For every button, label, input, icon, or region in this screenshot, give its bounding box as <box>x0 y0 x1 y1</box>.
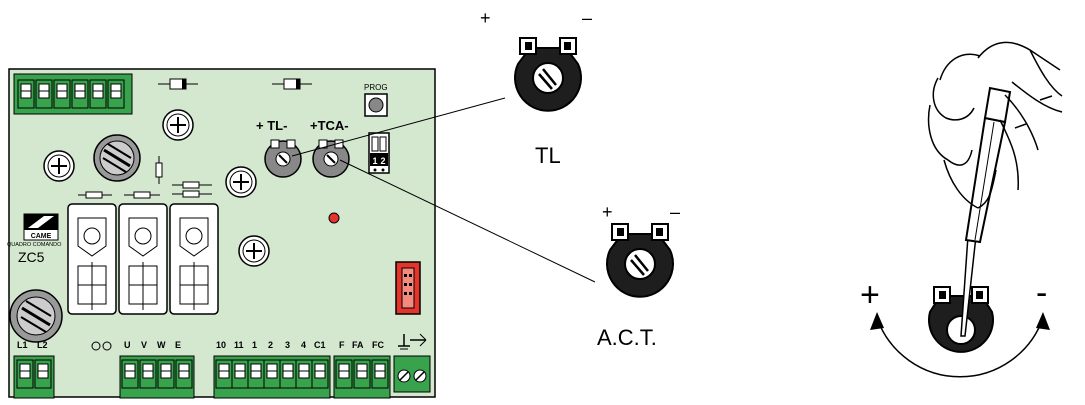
terminal-label-2: 2 <box>268 340 273 350</box>
trimmer-act-detail: + – A.C.T. <box>597 202 680 350</box>
arrow-right-icon <box>1036 312 1050 330</box>
leader-line-act <box>339 159 596 283</box>
diode <box>158 78 198 90</box>
act-label: A.C.T. <box>597 325 657 350</box>
terminal-label-w: W <box>157 340 166 350</box>
capacitor <box>238 235 270 267</box>
hand-icon <box>927 41 1063 209</box>
terminal-label-f: F <box>339 340 345 350</box>
terminal-block-antenna[interactable] <box>393 355 431 393</box>
trimmer-tca[interactable] <box>312 139 350 178</box>
terminal-block-l1-l2[interactable] <box>13 355 55 399</box>
trimmer-tca-label: +TCA- <box>310 118 349 133</box>
prog-button[interactable] <box>364 93 388 117</box>
relay <box>67 203 117 315</box>
terminal-label-1: 1 <box>252 340 257 350</box>
terminal-label-fc: FC <box>372 340 384 350</box>
dip-1-label: 1 <box>372 156 377 166</box>
status-led <box>328 212 340 224</box>
diode <box>272 78 312 90</box>
hole <box>102 341 112 351</box>
terminal-block-f-fa-fc[interactable] <box>333 355 391 399</box>
terminal-label-l2: L2 <box>37 340 48 350</box>
hole <box>91 341 101 351</box>
antenna-symbol <box>398 333 427 350</box>
capacitor <box>162 109 194 141</box>
terminal-block-uvwe[interactable] <box>119 355 195 399</box>
came-logo: CAME <box>23 213 59 241</box>
tl-minus-sign: – <box>582 8 592 28</box>
arrow-left-icon <box>870 312 884 330</box>
top-terminal-block[interactable] <box>13 73 133 115</box>
terminal-block-inputs[interactable] <box>213 355 331 399</box>
rotation-arc <box>876 317 1044 378</box>
came-brand-text: CAME <box>31 233 52 240</box>
relay <box>118 203 168 315</box>
screwdriver-plus-sign: + <box>860 276 880 314</box>
board-model: ZC5 <box>18 249 45 265</box>
screwdriver-icon <box>960 86 1012 337</box>
trimmer-tl[interactable] <box>264 139 302 178</box>
tl-label: TL <box>535 143 561 168</box>
resistor <box>172 181 212 198</box>
relay <box>169 203 219 315</box>
red-connector[interactable] <box>395 261 421 315</box>
leader-line-tl <box>291 97 506 157</box>
dip-switch[interactable]: 1 2 <box>368 132 390 174</box>
capacitor <box>43 150 75 182</box>
resistor <box>124 191 160 199</box>
resistor <box>155 156 163 184</box>
resistor <box>78 191 112 199</box>
terminal-label-e: E <box>175 340 181 350</box>
terminal-label-11: 11 <box>234 340 244 350</box>
trimmer-large <box>928 286 994 353</box>
board-subtitle: QUADRO COMANDO <box>7 242 62 248</box>
terminal-label-v: V <box>141 340 147 350</box>
terminal-label-u: U <box>124 340 131 350</box>
trimmer-tl-detail: + – TL <box>480 8 592 168</box>
screwdriver-minus-sign: - <box>1036 274 1047 312</box>
prog-label: PROG <box>364 83 388 92</box>
tl-plus-sign: + <box>480 8 491 28</box>
terminal-label-4: 4 <box>301 340 306 350</box>
control-board: PROG <box>7 68 436 399</box>
terminal-label-3: 3 <box>285 340 290 350</box>
capacitor <box>225 166 257 198</box>
fuse-holder[interactable] <box>93 134 141 182</box>
dip-2-label: 2 <box>380 156 385 166</box>
act-plus-sign: + <box>602 202 613 222</box>
trimmer-tl-label: + TL- <box>256 118 287 133</box>
act-minus-sign: – <box>670 202 680 222</box>
terminal-label-10: 10 <box>216 340 226 350</box>
screwdriver-adjustment-illustration: + - <box>860 41 1063 378</box>
fuse-holder[interactable] <box>9 289 63 343</box>
terminal-label-c1: C1 <box>314 340 326 350</box>
terminal-label-fa: FA <box>352 340 364 350</box>
terminal-label-l1: L1 <box>17 340 28 350</box>
